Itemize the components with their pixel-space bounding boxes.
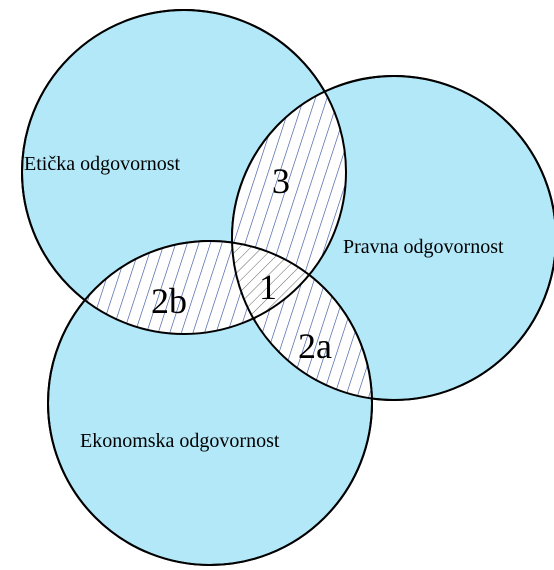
outline-legal: [231, 75, 554, 401]
outline-ethical: [21, 9, 347, 335]
label-ethical: Etička odgovornost: [24, 153, 181, 175]
region-label-2b: 2b: [151, 281, 187, 321]
region-label-2a: 2a: [298, 326, 332, 366]
region-legal-economic: [232, 241, 372, 400]
region-label-1: 1: [259, 267, 277, 307]
region-label-3: 3: [272, 161, 290, 201]
label-legal: Pravna odgovornost: [343, 236, 504, 258]
outline-economic: [47, 240, 373, 566]
label-economic: Ekonomska odgovornost: [80, 430, 280, 452]
